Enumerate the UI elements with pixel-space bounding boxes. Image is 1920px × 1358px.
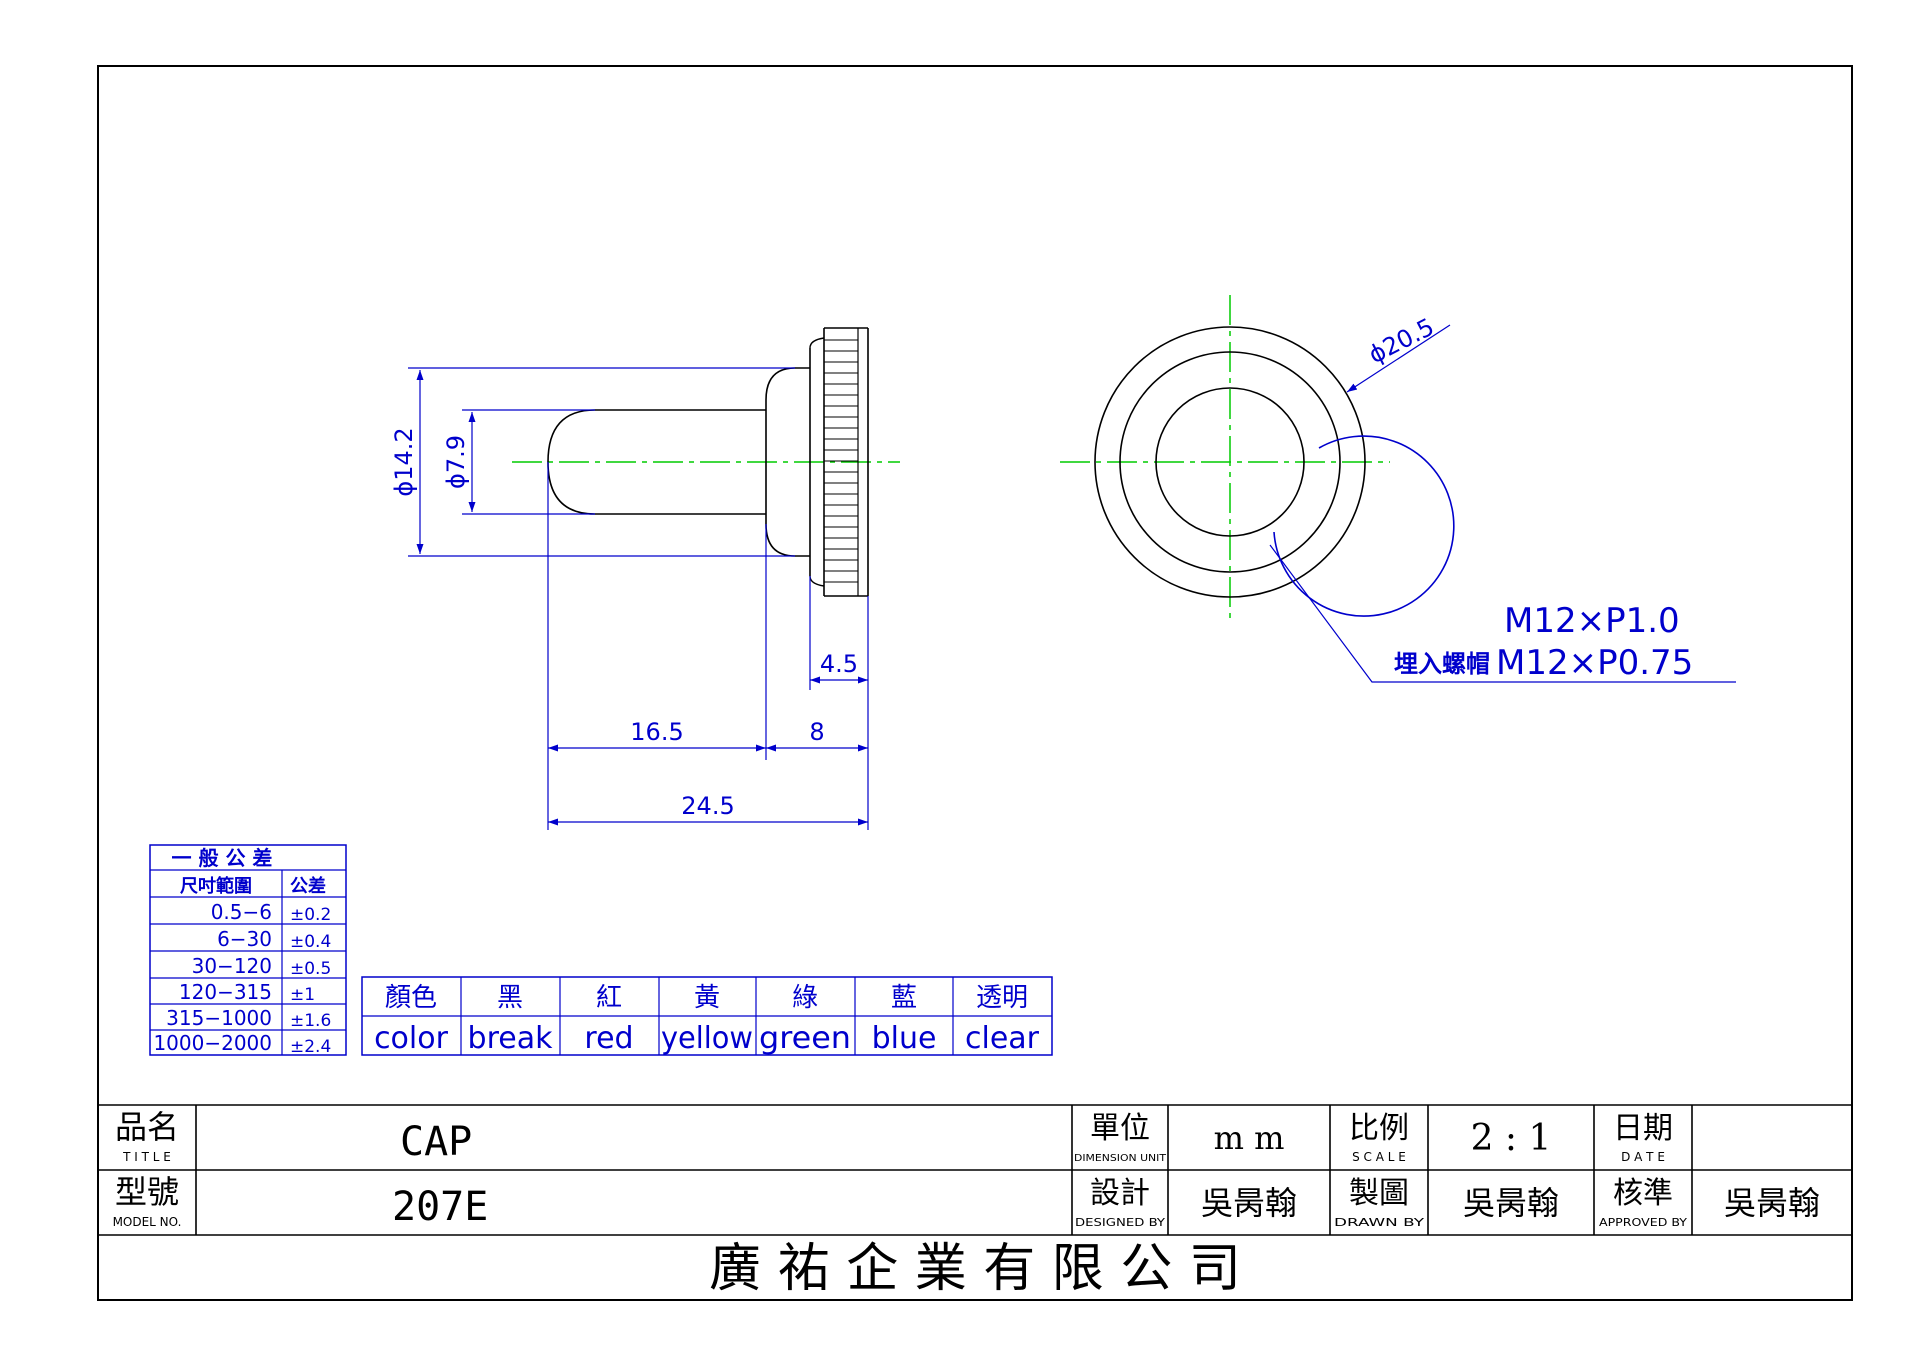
- tolerance-range-5: 315−1000: [166, 1006, 272, 1030]
- model-label-zh: 型號: [115, 1173, 179, 1211]
- scale-label-en: S C A L E: [1352, 1150, 1406, 1164]
- color-zh-4: 綠: [792, 983, 818, 1013]
- unit-label-zh: 單位: [1090, 1111, 1150, 1146]
- thread-arc: [1273, 435, 1455, 617]
- company-name: 廣 祐 企 業 有 限 公 司: [709, 1239, 1241, 1299]
- leader-thread: [1269, 544, 1736, 683]
- tolerance-table: 一 般 公 差 尺吋範圍 公差 0.5−6 ±0.2 6−30 ±0.4 30−…: [149, 844, 347, 1057]
- thread-spec-2-prefix: 埋入螺帽: [1394, 650, 1490, 678]
- color-en-4: green: [759, 1021, 851, 1056]
- scale-value: 2 : 1: [1471, 1118, 1552, 1159]
- color-zh-3: 黃: [694, 983, 720, 1013]
- drawing-border: [97, 65, 1853, 1301]
- tolerance-header-range: 尺吋範圍: [180, 875, 252, 897]
- dim-text-16-5: 16.5: [630, 718, 683, 746]
- color-zh-0: 顏色: [385, 983, 437, 1013]
- unit-value: m m: [1214, 1119, 1285, 1157]
- date-label-en: D A T E: [1621, 1150, 1665, 1164]
- side-view: ϕ14.2 ϕ7.9 4.5 16.5 8 24.5: [390, 327, 900, 830]
- tolerance-range-4: 120−315: [179, 980, 272, 1004]
- drawn-value: 吳昺翰: [1463, 1184, 1559, 1222]
- tolerance-header-tol: 公差: [290, 875, 326, 897]
- tolerance-tol-6: ±2.4: [290, 1037, 331, 1057]
- scale-label-zh: 比例: [1349, 1111, 1409, 1146]
- outer-circle: [1094, 326, 1366, 598]
- color-zh-6: 透明: [976, 983, 1028, 1013]
- date-label-zh: 日期: [1613, 1111, 1673, 1146]
- dim-text-d14: ϕ14.2: [390, 427, 418, 496]
- dim-text-d20-5: ϕ20.5: [1364, 313, 1438, 369]
- color-en-0: color: [374, 1021, 449, 1056]
- color-en-3: yellow: [661, 1021, 753, 1056]
- front-view: ϕ20.5 M12×P1.0 埋入螺帽 M12×P0.75: [1060, 295, 1736, 683]
- flange-circle: [1119, 351, 1341, 573]
- drawn-label-en: DRAWN BY: [1334, 1216, 1424, 1229]
- tolerance-table-frame: [149, 844, 347, 1056]
- color-zh-2: 紅: [596, 983, 622, 1013]
- tolerance-title: 一 般 公 差: [172, 846, 273, 870]
- color-en-1: break: [468, 1021, 554, 1056]
- dim-text-8: 8: [809, 718, 824, 746]
- drawn-label-zh: 製圖: [1349, 1176, 1409, 1211]
- color-table-grid: [362, 977, 1052, 1055]
- tolerance-range-1: 0.5−6: [211, 900, 272, 924]
- shaft-circle: [1155, 387, 1305, 537]
- flange-outline: [765, 367, 810, 557]
- tolerance-range-3: 30−120: [192, 954, 272, 978]
- title-value: CAP: [400, 1119, 472, 1165]
- tolerance-tol-3: ±0.5: [290, 959, 331, 979]
- color-table: 顏色 黑 紅 黃 綠 藍 透明 color break red yellow g…: [361, 976, 1053, 1056]
- title-block-grid: [98, 1104, 1852, 1236]
- model-value: 207E: [392, 1184, 488, 1230]
- knurl-lines: [824, 339, 858, 583]
- tolerance-range-6: 1000−2000: [153, 1031, 272, 1055]
- model-label-en: MODEL NO.: [113, 1215, 182, 1229]
- title-label-zh: 品名: [115, 1108, 179, 1146]
- tolerance-tol-4: ±1: [290, 985, 315, 1005]
- title-label-en: T I T L E: [122, 1150, 171, 1164]
- thread-spec-1: M12×P1.0: [1504, 601, 1680, 641]
- title-block: 品名 T I T L E CAP 型號 MODEL NO. 207E 單位 DI…: [98, 1104, 1852, 1299]
- designed-label-zh: 設計: [1090, 1176, 1150, 1211]
- tolerance-table-grid: [150, 869, 346, 1055]
- unit-label-en: DIMENSION UNIT: [1074, 1153, 1167, 1164]
- approved-value: 吳昺翰: [1724, 1184, 1820, 1222]
- dim-text-24-5: 24.5: [681, 792, 734, 820]
- color-zh-5: 藍: [891, 983, 917, 1013]
- tolerance-tol-1: ±0.2: [290, 905, 331, 925]
- designed-value: 吳昺翰: [1201, 1184, 1297, 1222]
- designed-label-en: DESIGNED BY: [1075, 1216, 1165, 1229]
- dim-text-4-5: 4.5: [820, 650, 858, 678]
- tolerance-tol-2: ±0.4: [290, 932, 331, 952]
- approved-label-en: APPROVED BY: [1599, 1216, 1687, 1229]
- thread-spec-2: M12×P0.75: [1496, 643, 1693, 683]
- color-zh-1: 黑: [497, 983, 523, 1013]
- color-en-5: blue: [872, 1021, 937, 1056]
- leader-d20-5: [1346, 324, 1451, 393]
- color-en-6: clear: [965, 1021, 1040, 1056]
- color-en-2: red: [584, 1021, 633, 1056]
- dim-text-d7: ϕ7.9: [442, 435, 470, 489]
- tolerance-range-2: 6−30: [217, 927, 272, 951]
- approved-label-zh: 核準: [1613, 1176, 1673, 1211]
- tolerance-tol-5: ±1.6: [290, 1011, 331, 1031]
